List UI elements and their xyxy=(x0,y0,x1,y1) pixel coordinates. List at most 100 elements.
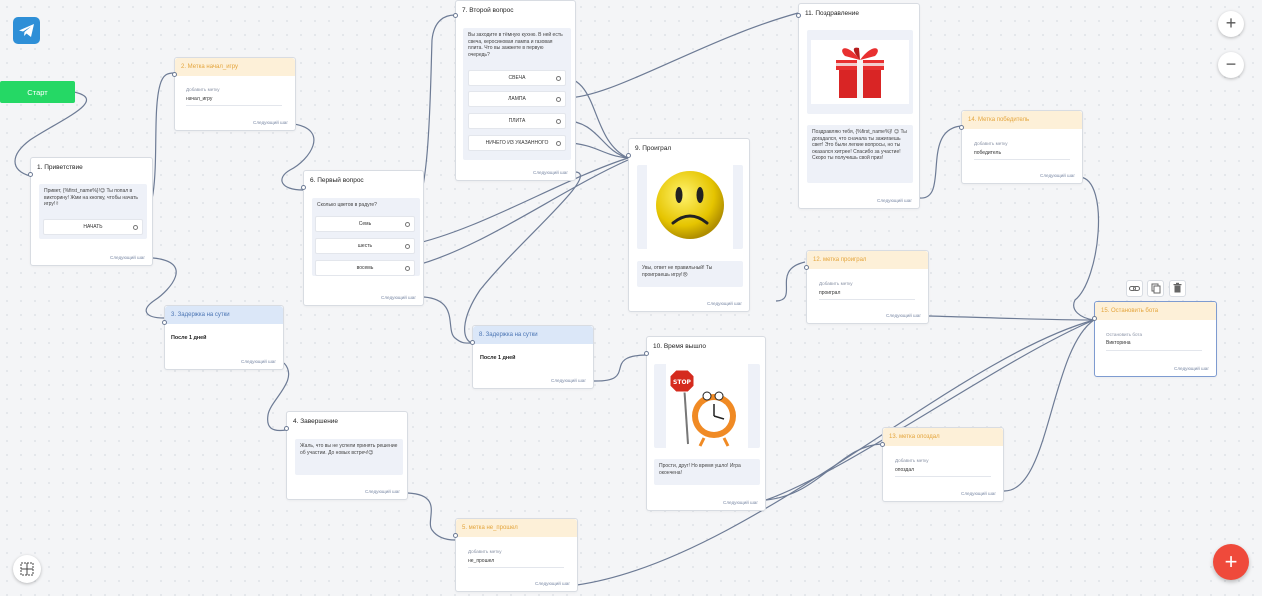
message-text: Прости, друг! Но время ушло! Игра оконче… xyxy=(654,459,760,485)
node-title: 15. Остановить бота xyxy=(1095,302,1216,320)
next-step-label: Следующий шаг xyxy=(707,301,742,306)
divider xyxy=(819,299,915,300)
copy-icon xyxy=(1151,283,1161,294)
input-port[interactable] xyxy=(470,340,475,345)
tag-label: Добавить метку xyxy=(186,87,220,92)
button-port[interactable] xyxy=(556,119,561,124)
button-port[interactable] xyxy=(556,76,561,81)
answer-button-candle[interactable]: СВЕЧА xyxy=(468,70,566,86)
node-14-tag-winner[interactable]: 14. Метка победитель Добавить метку побе… xyxy=(959,110,1083,184)
node-12-tag-lost[interactable]: 12. метка проиграл Добавить метку проигр… xyxy=(804,250,929,324)
zoom-in-button[interactable]: + xyxy=(1218,11,1244,37)
tag-label: Добавить метку xyxy=(895,458,929,463)
answer-button-seven[interactable]: Семь xyxy=(315,216,415,232)
next-step-label: Следующий шаг xyxy=(551,378,586,383)
next-step-label: Следующий шаг xyxy=(381,295,416,300)
sad-face-image xyxy=(637,165,743,249)
answer-button-lamp[interactable]: ЛАМПА xyxy=(468,91,566,107)
input-port[interactable] xyxy=(284,426,289,431)
start-node[interactable]: Старт xyxy=(0,81,75,103)
button-port[interactable] xyxy=(133,225,138,230)
edge-n9-n12 xyxy=(775,261,806,302)
edge-n12-n15 xyxy=(928,315,1095,321)
edge-n6-next-n8 xyxy=(423,296,473,344)
button-port[interactable] xyxy=(556,97,561,102)
action-value: Викторина xyxy=(1106,340,1131,346)
node-title: 1. Приветствие xyxy=(37,164,83,171)
sad-face-icon xyxy=(647,165,733,249)
answer-button-eight[interactable]: восемь xyxy=(315,260,415,276)
divider xyxy=(468,567,564,568)
node-2-tag-start[interactable]: 2. Метка начал_игру Добавить метку начал… xyxy=(172,57,296,131)
input-port[interactable] xyxy=(172,72,177,77)
next-step-label: Следующий шаг xyxy=(1174,366,1209,371)
node-title: 2. Метка начал_игру xyxy=(175,58,295,76)
node-3-delay[interactable]: 3. Задержка на сутки После 1 дней Следую… xyxy=(162,305,284,370)
next-step-label: Следующий шаг xyxy=(877,198,912,203)
input-port[interactable] xyxy=(626,153,631,158)
start-quiz-button[interactable]: НАЧАТЬ xyxy=(43,219,143,235)
node-9-lost[interactable]: 9. Проиграл Увы, ответ не правильный! Ты… xyxy=(626,138,750,312)
button-port[interactable] xyxy=(405,222,410,227)
gift-icon xyxy=(811,40,909,104)
next-step-label: Следующий шаг xyxy=(723,500,758,505)
node-title: 5. метка не_прошел xyxy=(456,519,577,537)
node-1-greeting[interactable]: 1. Приветствие Привет, {%first_name%}!😉 … xyxy=(28,157,153,266)
next-step-label: Следующий шаг xyxy=(535,581,570,586)
input-port[interactable] xyxy=(1092,316,1097,321)
input-port[interactable] xyxy=(28,172,33,177)
message-text: Жаль, что вы не успели принять решение о… xyxy=(295,439,403,475)
input-port[interactable] xyxy=(880,442,885,447)
input-port[interactable] xyxy=(796,13,801,18)
plus-icon: + xyxy=(1224,549,1238,574)
input-port[interactable] xyxy=(301,185,306,190)
node-7-second-question[interactable]: 7. Второй вопрос Вы заходите в тёмную ку… xyxy=(453,0,576,181)
tag-label: Добавить метку xyxy=(468,549,502,554)
node-11-congratulation[interactable]: 11. Поздравление Поздравляю тебя, {%firs… xyxy=(796,3,920,209)
trash-icon xyxy=(1173,282,1182,293)
button-port[interactable] xyxy=(405,266,410,271)
node-title: 6. Первый вопрос xyxy=(310,177,364,184)
input-port[interactable] xyxy=(959,125,964,130)
tag-value: победитель xyxy=(974,150,1002,156)
grid-icon xyxy=(20,562,34,576)
node-8-delay[interactable]: 8. Задержка на сутки После 1 дней Следую… xyxy=(470,325,594,389)
add-block-button[interactable]: + xyxy=(1213,544,1249,580)
telegram-icon xyxy=(13,17,40,44)
delay-text: После 1 дней xyxy=(171,335,207,341)
grid-button[interactable] xyxy=(13,555,41,583)
answer-button-six[interactable]: шесть xyxy=(315,238,415,254)
node-title: 8. Задержка на сутки xyxy=(473,326,593,344)
delete-button[interactable] xyxy=(1169,280,1186,297)
next-step-label: Следующий шаг xyxy=(241,359,276,364)
tag-value: начал_игру xyxy=(186,96,213,102)
answer-button-nothing[interactable]: НИЧЕГО ИЗ УКАЗАННОГО xyxy=(468,135,566,151)
input-port[interactable] xyxy=(644,351,649,356)
input-port[interactable] xyxy=(162,320,167,325)
edge-n13-n15 xyxy=(1003,319,1095,492)
node-13-tag-late[interactable]: 13. метка опоздал Добавить метку опоздал… xyxy=(880,427,1004,502)
svg-text:STOP: STOP xyxy=(673,379,692,386)
answer-button-stove[interactable]: ПЛИТА xyxy=(468,113,566,129)
node-4-finish[interactable]: 4. Завершение Жаль, что вы не успели при… xyxy=(284,411,408,500)
next-step-label: Следующий шаг xyxy=(961,491,996,496)
button-label: НИЧЕГО ИЗ УКАЗАННОГО xyxy=(485,140,549,146)
node-15-stop-bot[interactable]: 15. Остановить бота Остановить бота Викт… xyxy=(1092,301,1217,377)
input-port[interactable] xyxy=(453,13,458,18)
copy-button[interactable] xyxy=(1147,280,1164,297)
node-5-tag-failed[interactable]: 5. метка не_прошел Добавить метку не_про… xyxy=(453,518,578,592)
stop-clock-image: STOP xyxy=(654,364,760,448)
link-button[interactable] xyxy=(1126,280,1143,297)
button-port[interactable] xyxy=(556,141,561,146)
input-port[interactable] xyxy=(804,265,809,270)
edge-n14-n15 xyxy=(1073,176,1100,321)
button-port[interactable] xyxy=(405,244,410,249)
node-10-time-out[interactable]: 10. Время вышло STOP Прости, друг! Но вр… xyxy=(644,336,766,511)
zoom-out-button[interactable]: − xyxy=(1218,52,1244,78)
input-port[interactable] xyxy=(453,533,458,538)
edge-n7-btn2-n11 xyxy=(562,12,799,99)
node-6-first-question[interactable]: 6. Первый вопрос Сколько цветов в радуге… xyxy=(301,170,424,306)
edge-n8-n10 xyxy=(592,354,647,382)
node-title: 14. Метка победитель xyxy=(962,111,1082,129)
